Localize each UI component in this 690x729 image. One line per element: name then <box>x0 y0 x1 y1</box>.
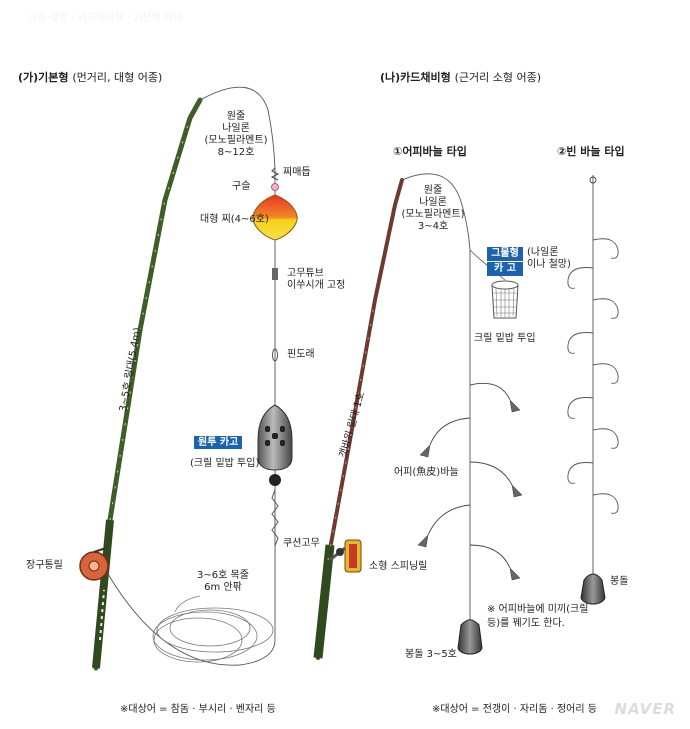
float-icon <box>252 194 298 241</box>
card-main-line <box>401 173 506 620</box>
type1-title: ①어피바늘 타입 <box>393 145 467 158</box>
float-label: 대형 찌(4~6호) <box>200 214 269 225</box>
header-faint-text: 그림 설명 / 카드채비형 · 기본형 채비 <box>28 13 183 24</box>
cushion-label: 쿠션고무 <box>283 538 320 549</box>
card-reel <box>329 539 362 573</box>
swivel-label: 찌매듭 <box>283 167 311 178</box>
sinker-icon-type1 <box>457 619 483 655</box>
cage-icon <box>257 404 293 486</box>
card-rod <box>313 178 404 660</box>
type1-sinker-label: 봉돌 3~5호 <box>405 649 457 660</box>
watermark: NAVER <box>614 700 676 718</box>
type2-sinker-label: 봉돌 <box>610 576 629 587</box>
card-reel-label: 소형 스피닝릴 <box>369 561 428 572</box>
cage-badge: 원투 카고 <box>194 436 243 449</box>
sinker-icon-type2 <box>580 573 606 605</box>
fish-skin-lures <box>417 399 523 581</box>
bead-icon <box>271 183 279 191</box>
krill-label: 크릴 밑밥 투입 <box>474 333 536 344</box>
card-title: (나)카드채비형 (근거리 소형 어종) <box>380 71 542 84</box>
basic-title: (가)기본형 (먼거리, 대형 어종) <box>18 71 163 84</box>
rubber-tube-icon <box>272 268 278 280</box>
leader-coil <box>152 595 274 663</box>
hooks-label: 어피(魚皮)바늘 <box>394 467 459 478</box>
type2-title: ②빈 바늘 타입 <box>557 145 625 158</box>
fish-skin-hooks <box>427 382 513 569</box>
pin-swivel-label: 핀도래 <box>287 349 315 360</box>
basic-float-stopper <box>270 167 280 181</box>
net-cage-icon <box>491 280 519 319</box>
basic-reel <box>79 547 109 581</box>
bare-hook-line <box>567 175 619 575</box>
basic-target: ※대상어 = 참돔 · 부시리 · 벤자리 등 <box>120 704 276 715</box>
basic-rod <box>92 97 203 671</box>
header-strip: 그림 설명 / 카드채비형 · 기본형 채비 <box>0 0 690 34</box>
bead-label: 구슬 <box>232 181 251 192</box>
card-target: ※대상어 = 전갱이 · 자리돔 · 정어리 등 <box>432 704 597 715</box>
pin-swivel-icon <box>272 348 278 362</box>
cage-note: (크릴 밑밥 투입) <box>190 458 260 469</box>
cushion-rubber-icon <box>271 489 279 547</box>
basic-reel-label: 장구통릴 <box>26 560 63 571</box>
